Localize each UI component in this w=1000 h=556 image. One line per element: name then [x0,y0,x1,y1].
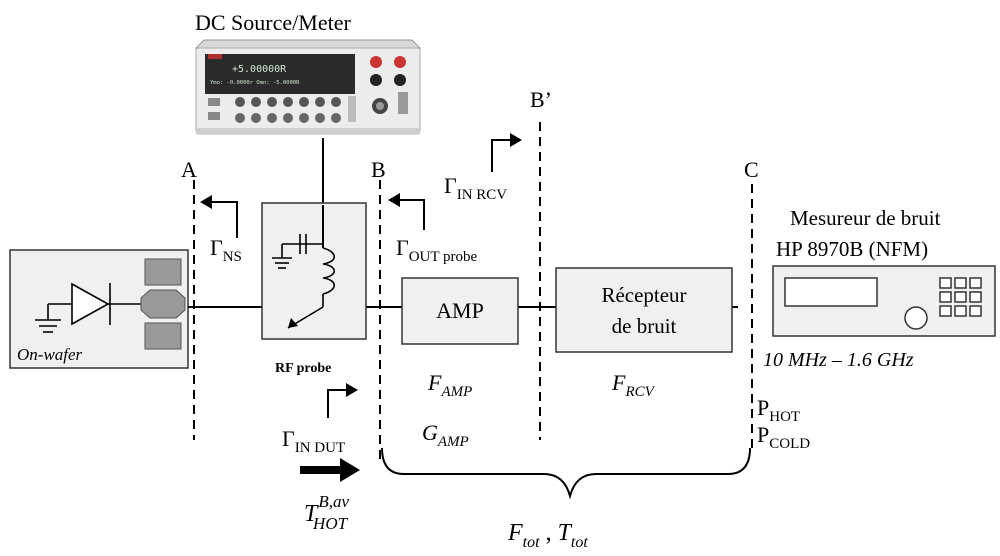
instrument-title: DC Source/Meter [195,10,351,35]
g-amp-label: GAMP [422,420,469,450]
meter-line2: HP 8970B (NFM) [776,237,928,261]
receiver-line1: Récepteur [601,283,686,307]
meter-range: 10 MHz – 1.6 GHz [763,349,914,371]
probe-label: RF probe [275,361,331,376]
meter-display [785,278,877,306]
meter-line1: Mesureur de bruit [790,206,941,230]
pad-top [145,259,181,285]
dc-source-meter: +5.00000R Ymo: -0.0000r Omn: -5.0000R [196,40,420,134]
plane-a-label: A [181,157,197,182]
gamma-in-rcv-label: ΓIN RCV [444,173,507,203]
display-sub-readout: Ymo: -0.0000r Omn: -5.0000R [210,80,300,86]
plane-b-label: B [371,157,386,182]
f-amp-label: FAMP [427,370,472,400]
gamma-out-probe-label: ΓOUT probe [396,235,478,265]
gamma-ns-label: ΓNS [210,235,242,265]
p-hot-label: PHOT [757,395,800,425]
receiver-box [556,268,732,352]
meter-knob-icon [905,307,927,329]
brace-icon [382,448,750,496]
pad-bottom [145,323,181,349]
p-cold-label: PCOLD [757,422,810,452]
receiver-line2: de bruit [612,314,677,338]
pad-middle [141,290,185,318]
gamma-ns-arrow-icon [200,195,237,238]
gamma-in-dut-arrow-icon [328,383,358,418]
dut-label: On-wafer [17,345,83,364]
gamma-out-probe-arrow-icon [388,193,424,230]
noise-figure-meter [773,266,995,336]
gamma-in-dut-label: ΓIN DUT [282,426,345,456]
dut-on-wafer-box: On-wafer [10,250,188,368]
display-main-readout: +5.00000R [232,64,287,75]
totals-label: Ftot ,Ttot [507,520,588,551]
f-rcv-label: FRCV [611,370,656,400]
meter-keypad-icon [940,278,981,316]
rf-probe-box [262,203,366,339]
hot-noise-arrow-icon [300,458,360,482]
plane-c-label: C [744,157,759,182]
gamma-in-rcv-arrow-icon [492,133,522,172]
plane-b-prime-label: B’ [530,87,552,112]
amp-label: AMP [436,298,484,323]
